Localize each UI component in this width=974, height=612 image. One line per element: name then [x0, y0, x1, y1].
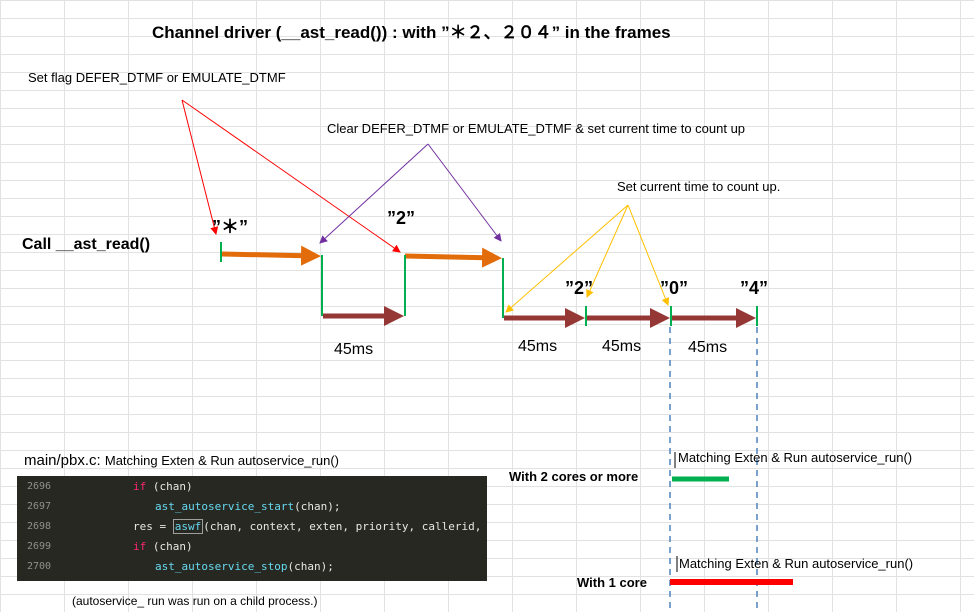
- clear-flag-line-b: [427, 143, 502, 242]
- frame-label-two-first: ”2”: [387, 208, 416, 228]
- set-time-line-b: [586, 204, 629, 298]
- multi-core-label: With 2 cores or more: [509, 469, 639, 484]
- clear-flag-line-a: [319, 143, 429, 244]
- line-number: 2698: [27, 521, 52, 532]
- duration-label-2: 45ms: [518, 338, 558, 355]
- code-line: 2700 ast_autoservice_stop(chan);: [17, 557, 487, 577]
- code-panel: 2696 if (chan) 2697 ast_autoservice_star…: [17, 476, 487, 581]
- code-caption-file: main/pbx.c:: [24, 452, 101, 469]
- code-caption: main/pbx.c: Matching Exten & Run autoser…: [24, 452, 339, 469]
- annotation-set-time: Set current time to count up.: [617, 179, 781, 194]
- annotation-set-flag: Set flag DEFER_DTMF or EMULATE_DTMF: [28, 70, 286, 85]
- line-number: 2699: [27, 541, 52, 552]
- set-time-line-c: [627, 204, 670, 306]
- read-arrow-1: [221, 245, 321, 266]
- line-number: 2700: [27, 561, 52, 572]
- duration-label-1: 45ms: [334, 341, 374, 358]
- single-core-label: With 1 core: [577, 575, 647, 590]
- annotation-clear-flag: Clear DEFER_DTMF or EMULATE_DTMF & set c…: [327, 121, 746, 136]
- set-time-line-a: [505, 204, 629, 313]
- code-text: if (chan): [133, 540, 193, 553]
- frame-label-zero: ”0”: [660, 278, 689, 298]
- duration-label-4: 45ms: [688, 339, 728, 356]
- code-text: if (chan): [133, 480, 193, 493]
- line-number: 2697: [27, 501, 52, 512]
- frame-label-star: ”＊”: [212, 217, 248, 237]
- frame-label-four: ”4”: [740, 278, 769, 298]
- multi-core-desc: Matching Exten & Run autoservice_run(): [678, 450, 913, 465]
- code-line: 2699 if (chan): [17, 537, 487, 557]
- code-text: ast_autoservice_stop(chan);: [155, 560, 334, 573]
- read-arrow-2: [404, 247, 502, 268]
- code-line: 2696 if (chan): [17, 477, 487, 497]
- code-caption-desc: Matching Exten & Run autoservice_run(): [104, 453, 339, 468]
- code-footnote: (autoservice_ run was run on a child pro…: [72, 594, 318, 608]
- code-line: 2697 ast_autoservice_start(chan);: [17, 497, 487, 517]
- line-number: 2696: [27, 481, 52, 492]
- code-text: res = aswf(chan, context, exten, priorit…: [133, 519, 482, 534]
- set-flag-line-a: [181, 99, 219, 235]
- set-flag-line-b: [181, 99, 401, 253]
- page-title: Channel driver (__ast_read()) : with ”＊２…: [152, 23, 671, 42]
- frame-label-two-second: ”2”: [565, 278, 594, 298]
- single-core-desc: Matching Exten & Run autoservice_run(): [679, 556, 914, 571]
- call-label: Call __ast_read(): [22, 236, 151, 253]
- duration-label-3: 45ms: [602, 338, 642, 355]
- code-line: 2698 res = aswf(chan, context, exten, pr…: [17, 517, 487, 537]
- code-text: ast_autoservice_start(chan);: [155, 500, 341, 513]
